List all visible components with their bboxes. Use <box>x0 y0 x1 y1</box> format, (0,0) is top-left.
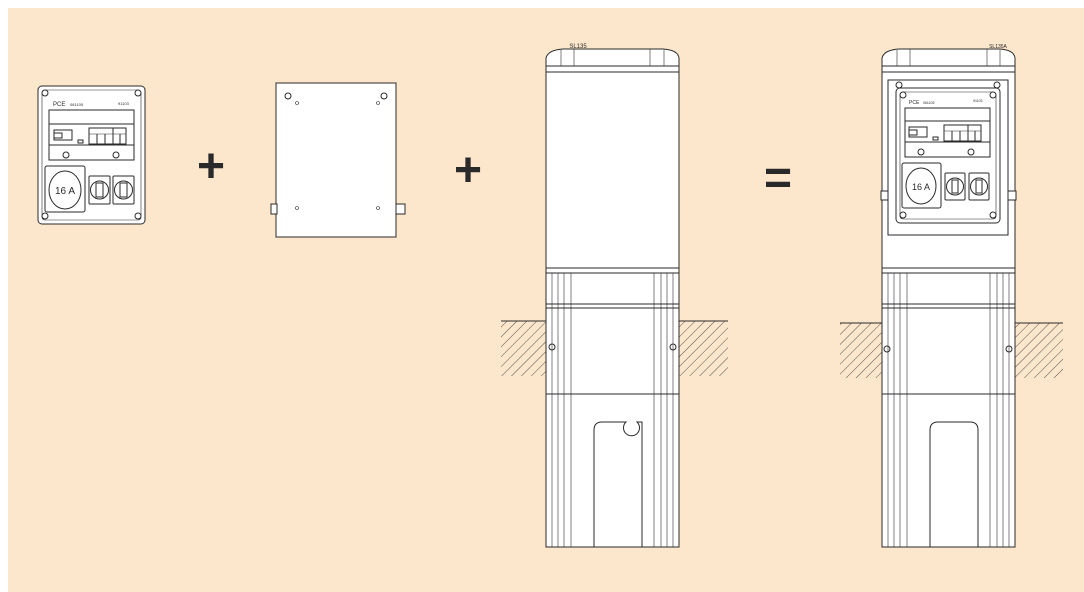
result-model-code: 061105 <box>923 101 934 105</box>
mounting-plate <box>270 82 406 238</box>
result-socket-box: PCE 061105 91103 16 A <box>895 87 1001 224</box>
result-cable-opening <box>929 421 979 547</box>
column-cable-opening <box>593 421 643 547</box>
socket-16a <box>48 170 82 210</box>
result-ground-hatch-left <box>840 323 882 378</box>
schuko-socket-left <box>90 180 109 200</box>
column-bolt-right <box>669 343 677 351</box>
result-column-cap <box>881 48 1016 67</box>
result-rating: 16 A <box>912 182 930 192</box>
plate-bracket-right <box>395 203 406 215</box>
schuko-socket-right <box>114 180 133 200</box>
column-label: SL135 <box>569 44 587 50</box>
socket-box-model-code: 061105 <box>70 102 84 107</box>
result-small-code: 91103 <box>973 99 983 103</box>
result-bolt-right <box>1005 345 1013 353</box>
diagram-canvas: PCE 061105 91103 16 A + <box>8 8 1084 592</box>
plus-operator-2: + <box>454 144 482 197</box>
socket-box: PCE 061105 91103 16 A <box>37 85 146 225</box>
socket-box-rating: 16 A <box>55 186 75 197</box>
ground-hatch-right <box>678 321 728 376</box>
result-label: SL135A <box>989 44 1007 50</box>
result-bolt-left <box>883 345 891 353</box>
column-cap <box>545 48 680 67</box>
socket-box-brand: PCE <box>53 102 65 108</box>
breaker-block <box>88 127 127 145</box>
result-ground-hatch-right <box>1015 323 1063 378</box>
diagram-svg: PCE 061105 91103 16 A + <box>8 8 1084 592</box>
equals-operator: = <box>764 152 792 205</box>
column-bolt-left <box>548 343 556 351</box>
plus-operator-1: + <box>197 140 225 193</box>
plate-bracket-left <box>270 203 278 215</box>
result-brand: PCE <box>909 100 920 106</box>
socket-box-small-code: 91103 <box>118 101 130 106</box>
ground-hatch-left <box>501 321 546 376</box>
column-post: SL135 <box>501 44 728 548</box>
assembled-column: SL135A <box>840 44 1063 548</box>
